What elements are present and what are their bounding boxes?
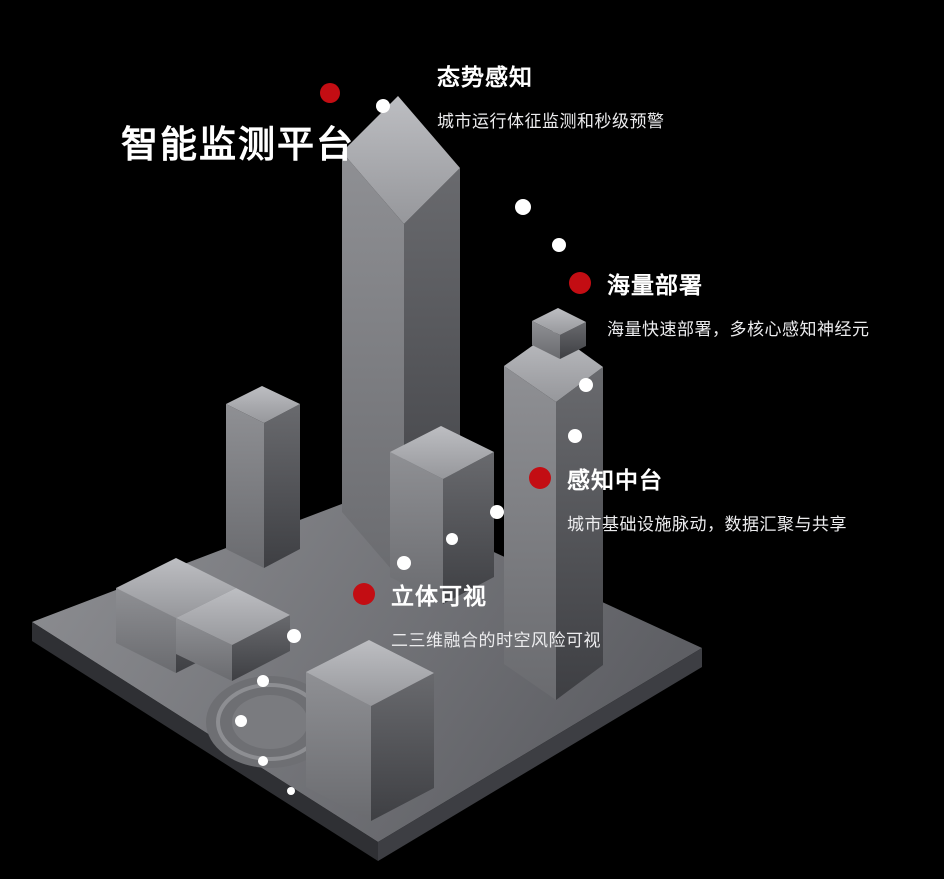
trail-dot bbox=[552, 238, 566, 252]
trail-dot bbox=[287, 787, 295, 795]
annotation-3d-visualization: 立体可视 二三维融合的时空风险可视 bbox=[353, 577, 601, 651]
annotation-massive-deployment: 海量部署 海量快速部署，多核心感知神经元 bbox=[569, 266, 870, 340]
trail-dot bbox=[287, 629, 301, 643]
annotation-perception-middle-platform: 感知中台 城市基础设施脉动，数据汇聚与共享 bbox=[529, 461, 847, 535]
trail-dot bbox=[397, 556, 411, 570]
right-tall-tower bbox=[504, 308, 603, 700]
annotation-desc: 海量快速部署，多核心感知神经元 bbox=[607, 320, 870, 339]
trail-dot bbox=[568, 429, 582, 443]
annotation-desc: 二三维融合的时空风险可视 bbox=[391, 631, 601, 650]
annotation-desc: 城市运行体征监测和秒级预警 bbox=[437, 112, 665, 131]
annotation-title: 立体可视 bbox=[391, 583, 487, 609]
front-tower bbox=[306, 640, 434, 821]
red-marker-dot bbox=[353, 583, 375, 605]
red-marker-dot bbox=[529, 467, 551, 489]
trail-dot bbox=[376, 99, 390, 113]
lowrise-left-building bbox=[116, 558, 290, 681]
red-marker-dot bbox=[569, 272, 591, 294]
trail-dot bbox=[515, 199, 531, 215]
left-narrow-tower bbox=[226, 386, 300, 568]
annotation-title: 海量部署 bbox=[607, 272, 703, 298]
annotation-title: 感知中台 bbox=[567, 467, 663, 493]
annotation-situational-awareness: 态势感知 城市运行体征监测和秒级预警 bbox=[437, 58, 665, 132]
trail-dot bbox=[258, 756, 268, 766]
annotation-desc: 城市基础设施脉动，数据汇聚与共享 bbox=[567, 515, 847, 534]
annotation-title: 态势感知 bbox=[437, 64, 533, 90]
trail-dot bbox=[446, 533, 458, 545]
title-red-marker-dot bbox=[320, 83, 340, 103]
trail-dot bbox=[235, 715, 247, 727]
trail-dot bbox=[490, 505, 504, 519]
trail-dot bbox=[257, 675, 269, 687]
platform-title: 智能监测平台 bbox=[121, 124, 355, 165]
trail-dot bbox=[579, 378, 593, 392]
trail-dots bbox=[235, 99, 593, 795]
